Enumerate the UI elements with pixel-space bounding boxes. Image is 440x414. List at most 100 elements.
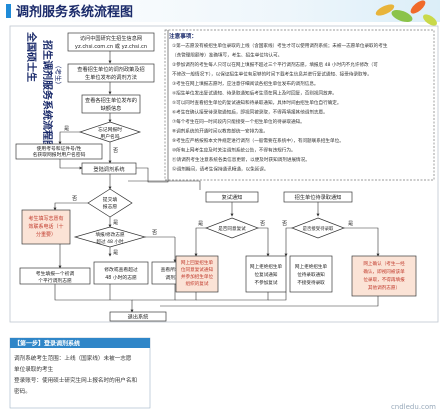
flow-box-view-plan-line2: 生单位发布的调剂方法 [85, 73, 137, 81]
flow-decision-registered-line1: 忘记网报时 [98, 126, 122, 133]
step-one-panel: 【第一步】登录调剂系统 调剂系统考生范围：上线（国家线）未被一志愿单位录取的考生… [9, 337, 151, 409]
flow-box-view-school-line1: 查看各招生单位发布的 [85, 96, 137, 104]
label-no-5: 否 [282, 220, 287, 227]
flow-box-view-result-line2: 调剂志愿 [165, 274, 184, 281]
flow-decision-accept-admit-text: 是否接受待录取 [303, 225, 334, 232]
notes-line: ⑧调剂系统的开通时间以教育部统一安排为准。 [172, 128, 268, 135]
flow-box-reject-retest-line3: 不参加复试 [255, 279, 278, 286]
label-yes-2: 是 [113, 219, 118, 226]
label-no-2: 否 [72, 195, 77, 202]
flow-box-left-contact: 考生填写志愿有 效联系电话（十 分重要） [21, 209, 71, 245]
flow-box-reject-admit-line2: 位待录取通知 [297, 271, 325, 278]
notes-line: ①第一志愿没有被招生单位录取的上线（含国家线）考生才可以使用调剂系统；未被一志愿… [172, 42, 388, 49]
flow-box-check-lock: 填报/修改志愿 超过 48 小时 [73, 226, 147, 248]
label-no-3: 否 [152, 229, 157, 236]
flow-decision-can-fill-line1: 提交填 [103, 196, 118, 203]
flow-box-left-contact-line3: 分重要） [36, 231, 56, 238]
notes-line: ⑤可以同时查看招生单位的复试通知和待录取通知，具体时间由招生单位自行确定。 [172, 99, 342, 106]
flow-box-admit-confirm-line3: 位录取，不得再填报 [363, 276, 405, 283]
notes-line: ⑪请调剂考生注意系统各类信息更新，以便及时获知调剂进展情况。 [172, 156, 310, 163]
flow-box-admit-confirm-line1: 网上确认（考生一经 [363, 260, 405, 267]
flow-box-reject-admit-line1: 网上拒绝招生单 [295, 263, 328, 270]
notes-line: 不修改一般情况下），以保证招生单位有足够的时间下载考生信息并进行复试通知、接受待… [172, 71, 372, 78]
step-one-lines: 调剂系统考生范围：上线（国家线）未被一志愿单位录取的考生登录账号：使用硕士研究生… [14, 354, 137, 395]
notes-line: ③考生在网上填报志愿时，应注意仔细阅读各招生单位发布的调剂信息。 [172, 80, 319, 87]
flow-box-retest-notice: 复试通知 [205, 191, 259, 203]
flow-decision-registered: 忘记网报时 用户名吗 [78, 121, 142, 143]
flow-decision-registered-line2: 用户名吗 [100, 133, 119, 140]
notes-line: ⑨考生应严格按照本文件规定进行调剂（一般需要在系统中），有问题联系招生单位。 [172, 137, 344, 144]
label-yes-3: 是 [113, 249, 118, 256]
side-label-line1: 全国硕士生 [25, 31, 38, 82]
flow-box-retest-notice-text: 复试通知 [222, 193, 243, 201]
flow-box-login: 访问中国研究生招生信息网 yz.chsi.com.cn 或 yz.chsi.cn [67, 32, 155, 52]
flow-box-admit-notice-text: 招生单位待录取通知 [295, 193, 342, 201]
flow-box-reject-retest-line2: 位复试通知 [255, 271, 278, 278]
header: 调剂服务系统流程图 [0, 0, 440, 22]
flow-box-exit: 退出系统 [109, 311, 167, 322]
notes-title: 注意事项： [169, 32, 197, 40]
leaf-decoration [375, 0, 437, 26]
step-one-title: 【第一步】登录调剂系统 [14, 340, 80, 348]
flow-decision-accept-retest: 是否同意复试 [205, 217, 259, 239]
header-accent-bar [6, 4, 11, 18]
flow-box-check-lock-line1: 填报/修改志愿 [95, 231, 125, 238]
flow-box-modify-line2: 48 小时的志愿 [105, 274, 137, 281]
flow-box-cannot-modify: 考生填报一个初调 个平行调剂志愿 [19, 267, 91, 285]
flow-box-view-plan-line1: 查看招生单位的调剂政策及招 [77, 65, 144, 73]
notes-line: ⑩所有上网考生应及时关注调剂系统公告，不得有违规行为。 [172, 147, 296, 154]
flow-box-view-result-line1: 查看所填报的 [161, 266, 190, 273]
flow-box-admit-confirm-line2: 确认，即视同被该单 [363, 268, 405, 275]
step-one-line: 调剂系统考生范围：上线（国家线）未被一志愿 [14, 354, 132, 362]
flow-box-school-notice-line3: 并参加招生单位 [181, 273, 214, 280]
page-title: 调剂服务系统流程图 [16, 4, 133, 20]
flow-box-reset-pwd-line2: 名获取网报时用户名密码 [33, 151, 86, 158]
notes-line: ⑫调剂期间，请考生保持通讯畅通，以免延误。 [172, 166, 268, 173]
flow-box-login-line2: yz.chsi.com.cn 或 yz.chsi.cn [75, 42, 147, 50]
flow-box-reject-admit: 网上拒绝招生单 位待录取通知 不接受待录取 [289, 255, 333, 293]
flow-box-reset-pwd: 使用考号和证件号/性 名获取网报时用户名密码 [15, 143, 103, 160]
flow-box-view-school-line2: 缺额信息 [101, 104, 122, 112]
flow-box-view-school: 查看各招生单位发布的 缺额信息 [81, 94, 141, 114]
flow-box-admit-confirm: 网上确认（考生一经 确认，即视同被该单 位录取，不得再填报 其他调剂志愿） [351, 255, 417, 297]
label-yes-5: 是 [348, 220, 353, 227]
flow-decision-can-fill-line2: 报志愿 [103, 203, 118, 210]
flow-box-cannot-modify-line1: 考生填报一个初调 [36, 270, 75, 277]
side-label: 全国硕士生 招生调剂服务系统流程图 （考生） [25, 31, 63, 150]
flow-box-modify-line1: 修改或查看超过 [104, 266, 138, 273]
flow-box-left-contact-line2: 效联系电话（十 [28, 223, 63, 230]
label-no-4: 否 [260, 220, 265, 227]
flow-box-login-system: 登陆调剂系统 [81, 162, 137, 175]
notes-line: （含管理限额等）准确填写，考生、招生单位均认可。 [172, 52, 282, 59]
flow-box-cannot-modify-line2: 个平行调剂志愿 [38, 277, 72, 284]
label-yes-4: 是 [198, 220, 203, 227]
flow-box-view-plan: 查看招生单位的调剂政策及招 生单位发布的调剂方法 [67, 63, 155, 83]
flow-box-school-notice-line4: 组织的复试 [186, 280, 209, 287]
notes-line: ⑦每个考生在同一时间段内只能接受一个招生单位的待录取通知。 [172, 118, 305, 125]
label-no-1: 否 [113, 147, 118, 154]
notes-lines: ①第一志愿没有被招生单位录取的上线（含国家线）考生才可以使用调剂系统；未被一志愿… [172, 42, 388, 173]
flow-box-check-lock-line2: 超过 48 小时 [96, 238, 124, 245]
notes-line: ②参加调剂的考生每人只可以在网上填报不超过三个平行调剂志愿，填报后 48 小时内… [172, 61, 378, 68]
flow-box-exit-text: 退出系统 [128, 313, 149, 321]
flow-box-school-notice-line1: 网上回复招生单 [181, 259, 214, 266]
watermark: cndledu.com [391, 403, 436, 411]
notes-line: ④招生单位发出复试通知、待录取通知后考生须在网上及时回复，否则视同放弃。 [172, 90, 337, 97]
flow-decision-accept-admit: 是否接受待录取 [291, 217, 345, 239]
flow-box-school-notice-line2: 位同意复试通知 [181, 266, 214, 273]
flow-box-admit-confirm-line4: 其他调剂志愿） [368, 284, 400, 291]
flow-box-login-line1: 访问中国研究生招生信息网 [80, 34, 142, 42]
connectors [53, 30, 380, 313]
flow-box-left-contact-line1: 考生填写志愿有 [28, 215, 63, 222]
side-label-line3: （考生） [54, 62, 63, 88]
flow-box-school-notice: 网上回复招生单 位同意复试通知 并参加招生单位 组织的复试 [175, 255, 219, 293]
step-one-line: 单位录取的考生 [14, 365, 54, 373]
step-one-line: 密码。 [14, 387, 31, 395]
notes-line: ⑥考生在确认接受待录取通知后，即视同被录取，不得再填报其他调剂志愿。 [172, 109, 328, 116]
flow-box-login-system-text: 登陆调剂系统 [93, 165, 124, 173]
flow-box-admit-notice: 招生单位待录取通知 [283, 191, 353, 203]
notes-panel: 注意事项： ①第一志愿没有被招生单位录取的上线（含国家线）考生才可以使用调剂系统… [164, 29, 435, 181]
flow-box-reject-admit-line3: 不接受待录取 [297, 279, 325, 286]
